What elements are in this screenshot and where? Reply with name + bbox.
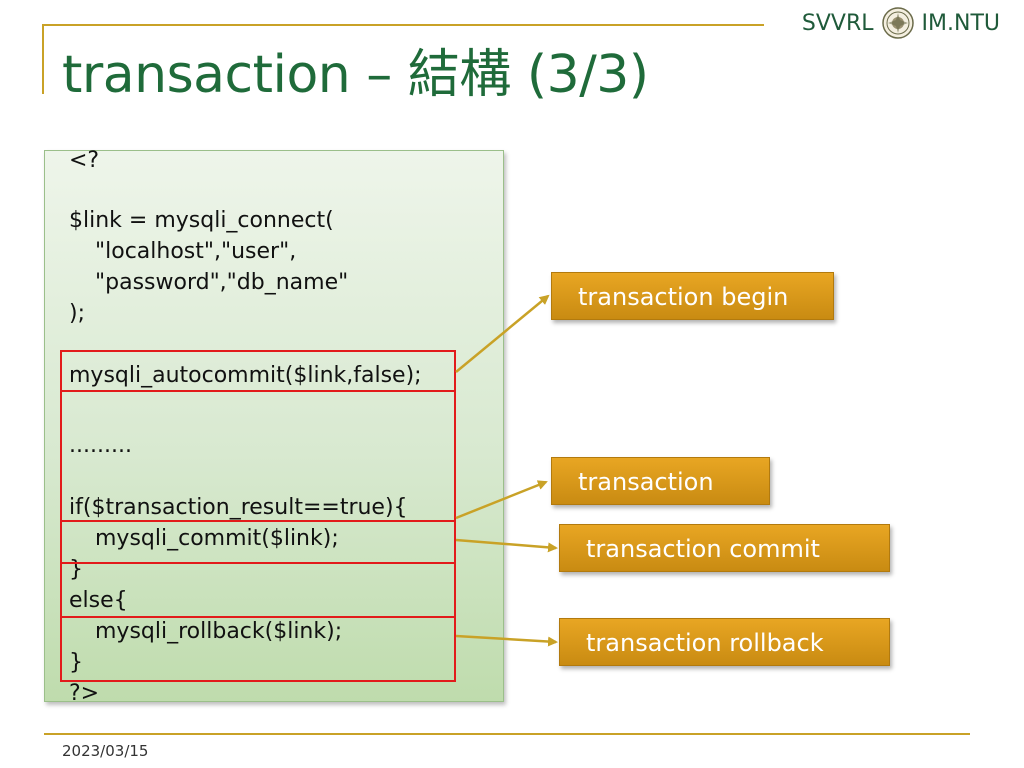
footer-date: 2023/03/15 (62, 742, 149, 760)
brand-header: SVVRL IM.NTU (802, 6, 1000, 40)
code-line: ); (69, 301, 85, 326)
code-line: mysqli_autocommit($link,false); (69, 363, 422, 388)
callout-transaction-begin: transaction begin (551, 272, 834, 320)
code-line: if($transaction_result==true){ (69, 495, 408, 520)
page-title: transaction – 結構 (3/3) (62, 45, 649, 105)
code-line: $link = mysqli_connect( (69, 208, 334, 233)
code-line: mysqli_commit($link); (95, 526, 339, 551)
brand-left-text: SVVRL (801, 10, 874, 36)
callout-transaction-commit: transaction commit (559, 524, 890, 572)
code-line: "password","db_name" (95, 270, 349, 295)
footer-rule (44, 733, 970, 735)
code-line: "localhost","user", (95, 239, 297, 264)
brand-right-text: IM.NTU (921, 10, 1000, 36)
code-line: ......... (69, 433, 132, 458)
code-line: ?> (69, 681, 100, 706)
callout-transaction-rollback: transaction rollback (559, 618, 890, 666)
code-line: mysqli_rollback($link); (95, 619, 343, 644)
university-seal-icon (881, 7, 914, 39)
callout-transaction: transaction (551, 457, 770, 505)
code-line: <? (69, 148, 100, 173)
code-line: } (69, 650, 83, 675)
header-rule (42, 24, 764, 26)
code-line: } (69, 557, 83, 582)
title-side-rule (42, 24, 44, 94)
code-line: else{ (69, 588, 128, 613)
code-block: <? $link = mysqli_connect( "localhost","… (44, 148, 504, 706)
